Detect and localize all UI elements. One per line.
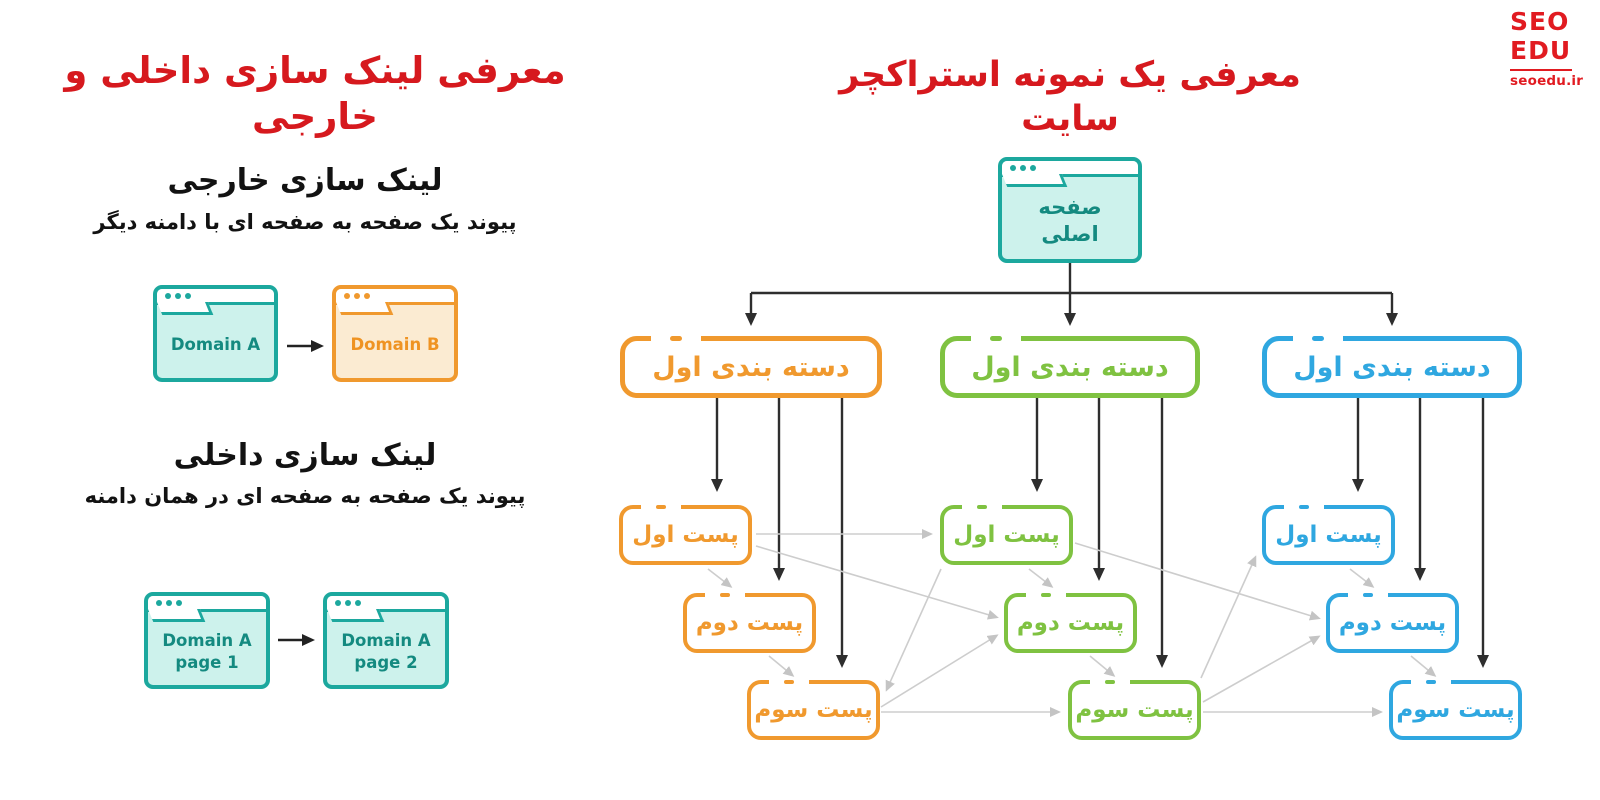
tree-connectors <box>711 263 1489 668</box>
post-node: پست دوم <box>1004 593 1137 653</box>
window-dot-icon <box>165 292 171 299</box>
window-dot-icon <box>335 599 341 606</box>
logo-line1: SEO <box>1510 7 1570 36</box>
category-node-orange: دسته بندی اول <box>620 336 882 398</box>
external-link-arrow-icon <box>287 340 324 352</box>
external-linking-description: پیوند یک صفحه به صفحه ای با دامنه دیگر <box>93 210 517 234</box>
domain-a-window: Domain A <box>153 285 278 382</box>
home-page-label-line2: اصلی <box>1041 222 1099 246</box>
logo-underline <box>1510 68 1572 71</box>
window-bar <box>327 596 445 612</box>
post-node: پست اول <box>619 505 752 565</box>
domain-a-label: Domain A <box>170 334 261 354</box>
internal-link-arrow-icon <box>278 634 315 646</box>
window-tab <box>148 609 206 622</box>
window-tab <box>157 302 214 315</box>
window-bar <box>157 289 274 305</box>
window-tab <box>1002 174 1068 187</box>
seoedu-logo: SEO EDU seoedu.ir <box>1510 7 1584 89</box>
domain-a-page2-window: Domain A page 2 <box>323 592 449 689</box>
window-bar <box>336 289 454 305</box>
window-dot-icon <box>176 599 182 606</box>
window-dot-icon <box>345 599 351 606</box>
window-tab <box>327 609 385 622</box>
post-node: پست سوم <box>1068 680 1201 740</box>
page2-label-line2: page 2 <box>354 652 418 672</box>
logo-line2: EDU <box>1510 35 1572 65</box>
structure-panel-title: معرفی یک نمونه استراکچر سایت <box>839 55 1301 139</box>
post-node: پست اول <box>1262 505 1395 565</box>
window-bar <box>148 596 266 612</box>
post-node: پست اول <box>940 505 1073 565</box>
page1-label-line2: page 1 <box>175 652 239 672</box>
domain-a-page1-window: Domain A page 1 <box>144 592 270 689</box>
window-dot-icon <box>354 292 360 299</box>
internal-link-lines <box>707 529 1437 717</box>
home-page-window: صفحه اصلی <box>998 157 1142 263</box>
window-dot-icon <box>156 599 162 606</box>
internal-linking-description: پیوند یک صفحه به صفحه ای در همان دامنه <box>84 484 526 508</box>
window-dot-icon <box>185 292 191 299</box>
window-tab <box>336 302 394 315</box>
domain-b-window: Domain B <box>332 285 458 382</box>
post-node: پست دوم <box>683 593 816 653</box>
logo-site-url: seoedu.ir <box>1510 72 1584 89</box>
external-linking-heading: لینک سازی خارجی <box>167 163 443 198</box>
window-dot-icon <box>355 599 361 606</box>
post-node: پست سوم <box>1389 680 1522 740</box>
post-node: پست دوم <box>1326 593 1459 653</box>
window-dot-icon <box>344 292 350 299</box>
window-dot-icon <box>1020 164 1026 171</box>
window-dot-icon <box>1030 164 1036 171</box>
post-node: پست سوم <box>747 680 880 740</box>
window-dot-icon <box>166 599 172 606</box>
window-bar <box>1002 161 1138 177</box>
domain-b-label: Domain B <box>350 334 440 354</box>
page1-label-line1: Domain A <box>162 631 252 651</box>
category-node-blue: دسته بندی اول <box>1262 336 1522 398</box>
category-node-green: دسته بندی اول <box>940 336 1200 398</box>
internal-linking-heading: لینک سازی داخلی <box>173 438 437 473</box>
window-dot-icon <box>1010 164 1016 171</box>
left-panel-title: معرفی لینک سازی داخلی و خارجی <box>64 49 566 139</box>
window-dot-icon <box>175 292 181 299</box>
home-page-label-line1: صفحه <box>1038 194 1102 219</box>
page2-label-line1: Domain A <box>341 631 431 651</box>
window-dot-icon <box>364 292 370 299</box>
